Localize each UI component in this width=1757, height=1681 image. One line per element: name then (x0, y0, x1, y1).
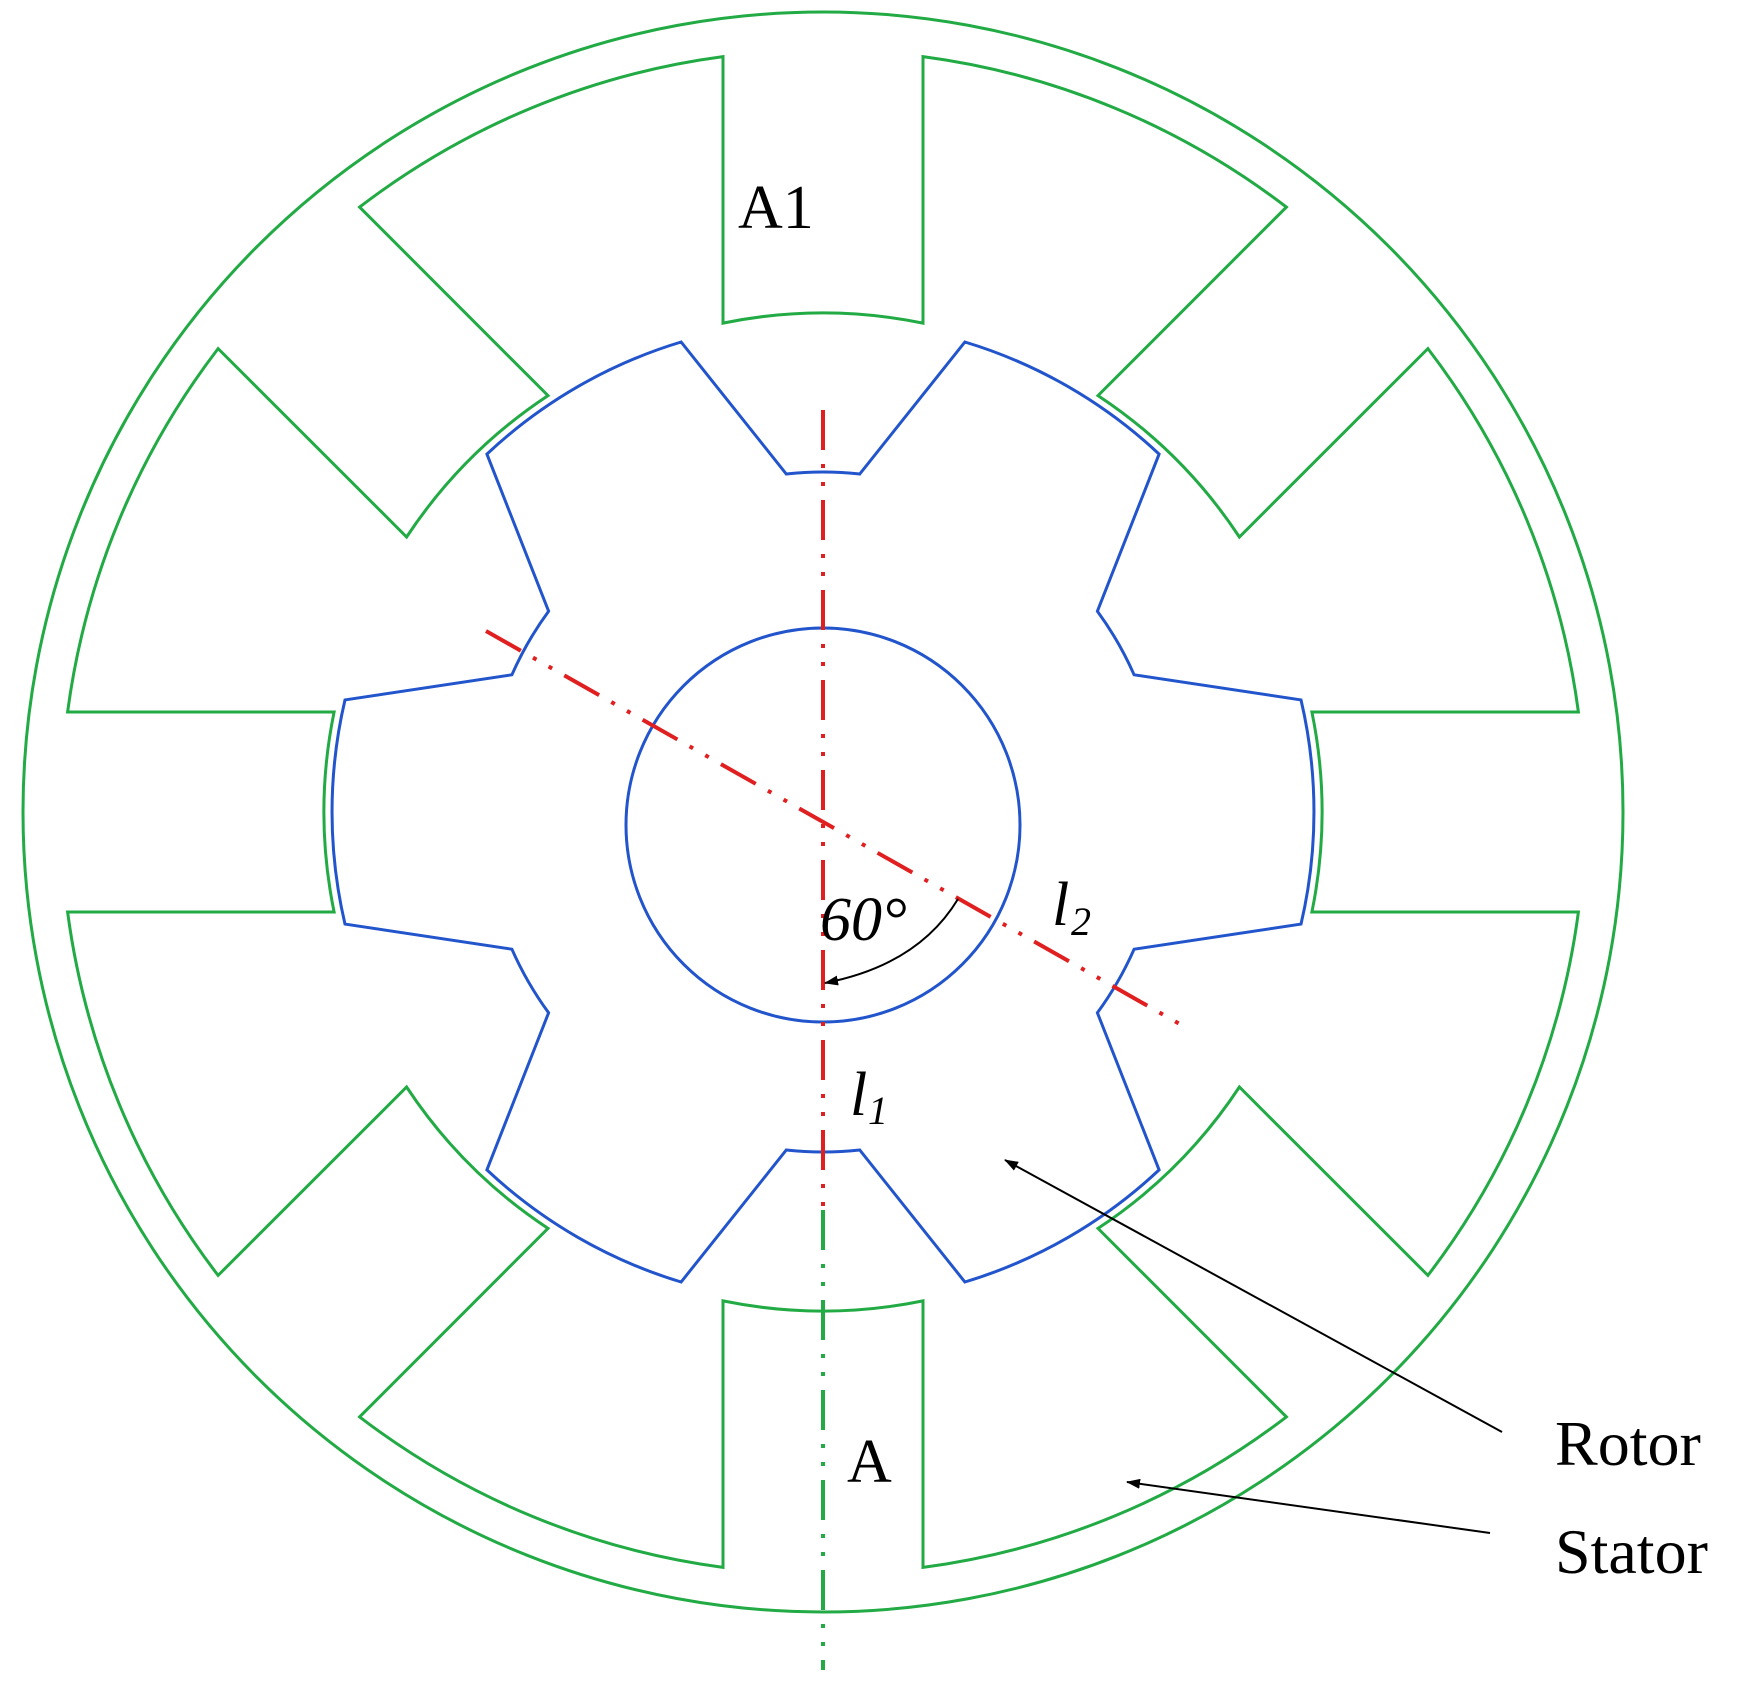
axis-label-l1: l 1 (850, 1061, 888, 1133)
angle-label: 60° (820, 886, 907, 954)
axis-label-l2-sub: 2 (1071, 899, 1091, 944)
rotor-pole-profile (330, 340, 1316, 1284)
stator-pole-profile (65, 54, 1581, 1570)
angle-arc-arrow (824, 898, 959, 986)
pole-label-a: A (847, 1428, 892, 1496)
rotor-label: Rotor (1555, 1408, 1701, 1479)
stator-callout-arrow (1126, 1478, 1491, 1534)
axis-label-l1-sub: 1 (868, 1088, 888, 1133)
inclined-axis-l2 (485, 629, 1186, 1029)
rotor-callout-arrow (1004, 1159, 1503, 1433)
pole-label-a1: A1 (738, 174, 814, 242)
stator-outer-circle (21, 10, 1625, 1614)
stator-label: Stator (1555, 1516, 1708, 1587)
axis-label-l2: l 2 (1052, 871, 1091, 944)
axis-label-l1-main: l (850, 1061, 867, 1129)
axis-label-l2-main: l (1052, 871, 1069, 939)
